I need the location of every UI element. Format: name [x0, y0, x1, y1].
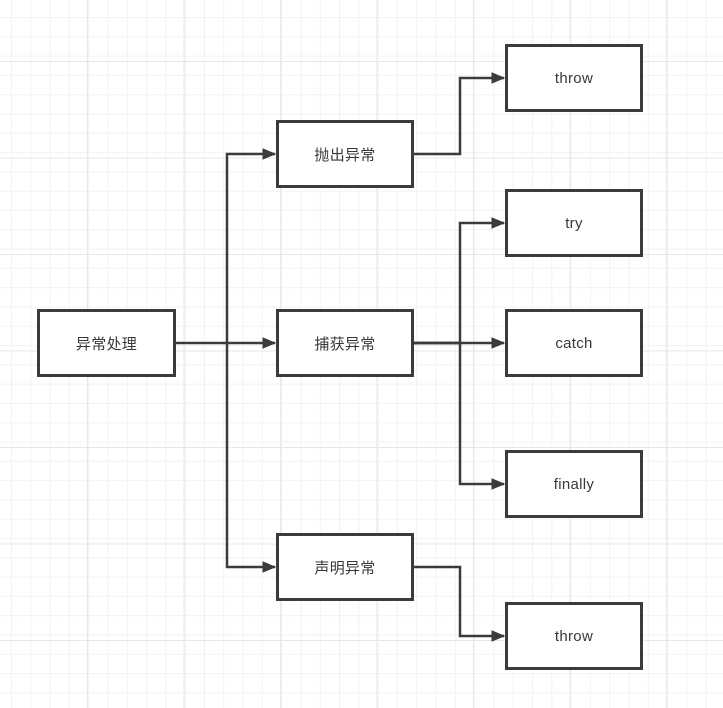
edge-branch-throw-to-leaf-throw — [414, 78, 504, 156]
node-try-keyword: try — [505, 189, 643, 257]
edge-root-to-branch-throw — [225, 154, 275, 343]
edge-branch-catch-to-leaf-try — [414, 223, 504, 345]
node-throw-keyword-top: throw — [505, 44, 643, 112]
node-declare-exception: 声明异常 — [276, 533, 414, 601]
node-throw-exception: 抛出异常 — [276, 120, 414, 188]
node-catch-exception: 捕获异常 — [276, 309, 414, 377]
edge-branch-declare-to-leaf-throw — [414, 565, 504, 636]
edge-root-to-branch-declare — [225, 343, 275, 567]
edge-branch-catch-to-leaf-finally — [414, 341, 504, 484]
node-exception-handling: 异常处理 — [37, 309, 176, 377]
node-throw-keyword-bottom: throw — [505, 602, 643, 670]
node-finally-keyword: finally — [505, 450, 643, 518]
node-catch-keyword: catch — [505, 309, 643, 377]
